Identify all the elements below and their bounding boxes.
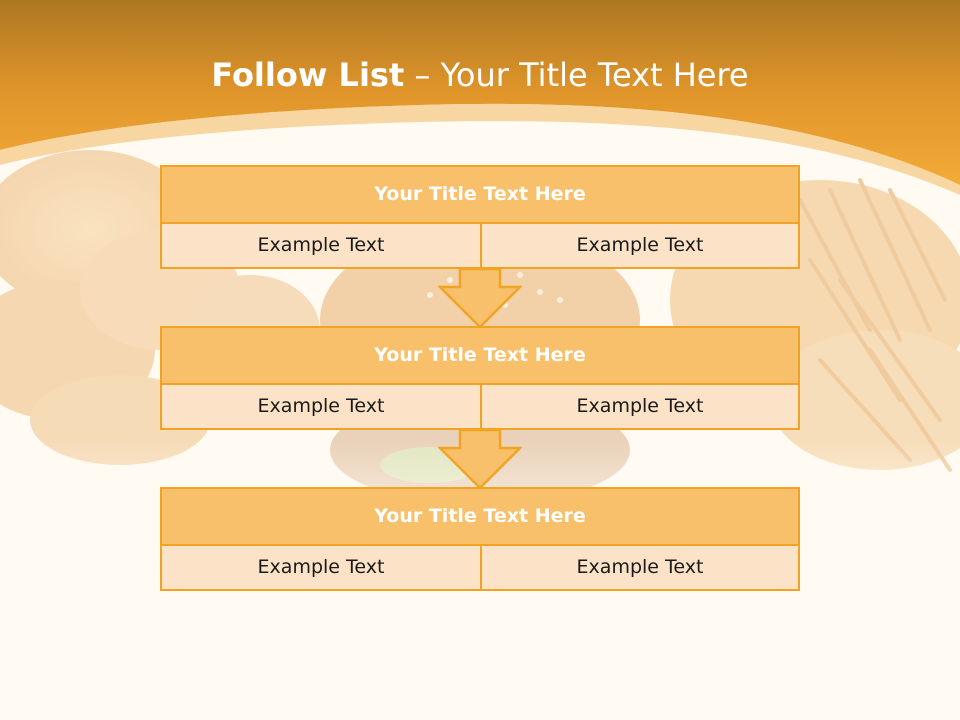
follow-table-header: Your Title Text Here: [162, 328, 798, 385]
follow-table-header: Your Title Text Here: [162, 167, 798, 224]
follow-table-cell-left: Example Text: [162, 385, 482, 428]
follow-table-cell-left: Example Text: [162, 546, 482, 589]
page-title-bold: Follow List: [211, 56, 405, 94]
down-arrow-icon: [438, 269, 522, 329]
page-title: Follow List – Your Title Text Here: [0, 52, 960, 98]
follow-table-1: Your Title Text Here Example Text Exampl…: [160, 165, 800, 269]
follow-table-cell-right: Example Text: [576, 395, 704, 417]
page-title-rest: – Your Title Text Here: [404, 56, 749, 94]
follow-table-cell-right: Example Text: [576, 234, 704, 256]
follow-table-3: Your Title Text Here Example Text Exampl…: [160, 487, 800, 591]
down-arrow-icon: [438, 430, 522, 490]
follow-table-cell-left: Example Text: [162, 224, 482, 267]
follow-table-2: Your Title Text Here Example Text Exampl…: [160, 326, 800, 430]
follow-table-header: Your Title Text Here: [162, 489, 798, 546]
follow-table-cell-right: Example Text: [576, 556, 704, 578]
